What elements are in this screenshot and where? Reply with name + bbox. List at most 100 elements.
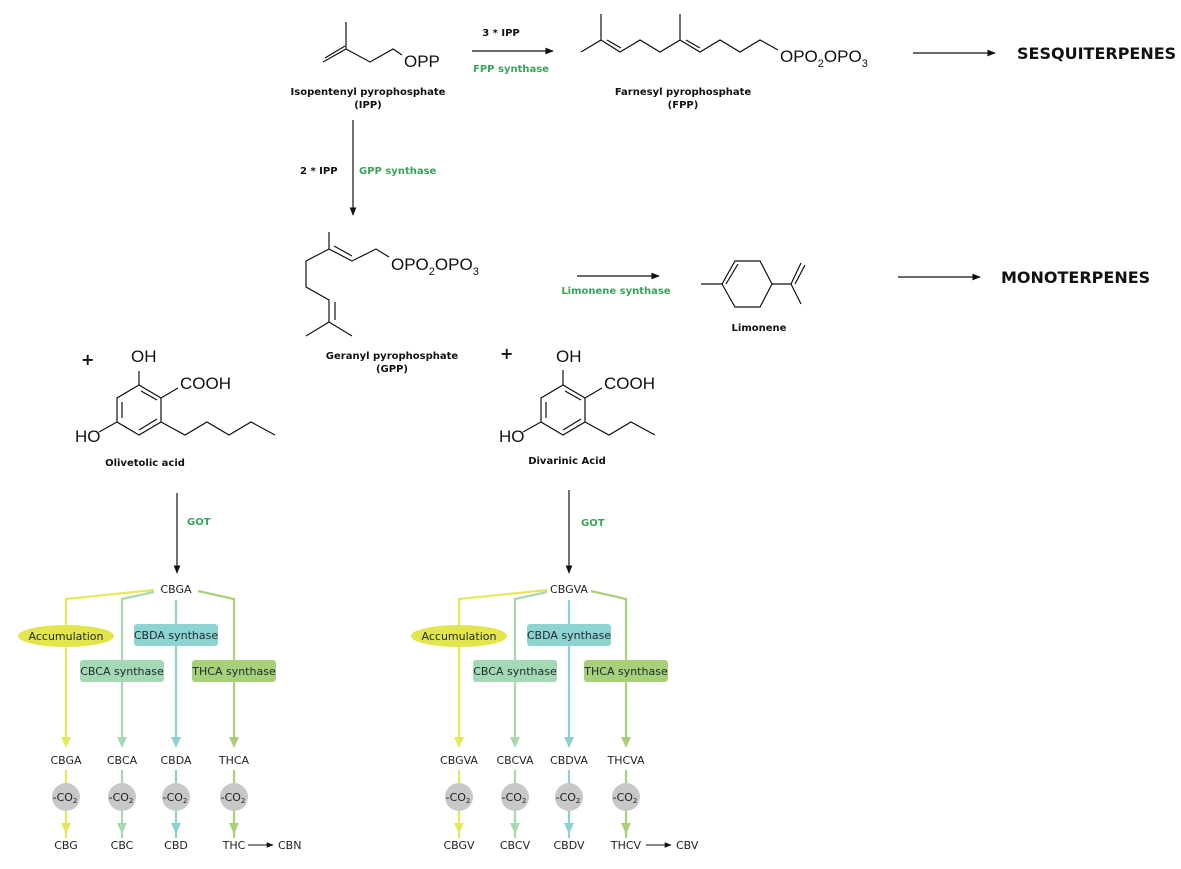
acid-label-cbd: CBDVA [550, 754, 588, 767]
acid-label-thc: THCVA [606, 754, 644, 767]
co2-circle-cbg [445, 783, 473, 811]
arrowhead-cbc-product [117, 823, 127, 834]
co2-label-thc: -CO2 [613, 791, 638, 805]
product-label-cbg: CBGV [443, 839, 475, 852]
co2-label-cbc: -CO2 [502, 791, 527, 805]
gpp-abbr: (GPP) [376, 364, 408, 375]
acid-label-cbd: CBDA [160, 754, 192, 767]
acid-label-thc: THCA [218, 754, 250, 767]
ipp-opp-label: OPP [404, 52, 440, 71]
fpp-structure [580, 14, 779, 53]
arrowhead-cbg-product [454, 823, 464, 834]
co2-label-cbg: -CO2 [53, 791, 78, 805]
arrowhead-cbd-product [564, 823, 574, 834]
left-got-label: GOT [187, 517, 211, 528]
cbda-synthase-box [134, 624, 218, 646]
acid-label-cbc: CBCA [107, 754, 138, 767]
thca-synthase-box [192, 660, 276, 682]
acid-label-cbc: CBCVA [496, 754, 534, 767]
arrowhead-cbd-acid [564, 737, 574, 748]
co2-circle-thc [612, 783, 640, 811]
co2-circle-thc [220, 783, 248, 811]
gpp-structure [305, 232, 390, 337]
product-label-thc: THCV [610, 839, 642, 852]
arrowhead-thc-acid [229, 737, 239, 748]
branch-line-thc [197, 589, 236, 740]
limonene-synthase-label: Limonene synthase [561, 286, 671, 297]
left-oh-label: OH [131, 347, 157, 366]
cbca-synthase-box [473, 660, 557, 682]
branch-line-cbg [64, 588, 155, 740]
gpp-synthase-label: GPP synthase [359, 166, 437, 177]
gpp-phosphate-label: OPO2OPO3 [391, 255, 479, 278]
arrowhead-thc-product [229, 823, 239, 834]
product-label-thc: THC [222, 839, 246, 852]
right-plus-sign: + [500, 344, 513, 363]
ipp-structure [322, 22, 403, 63]
final-product-label: CBN [278, 839, 301, 852]
thca-synthase-box-label: THCA synthase [191, 665, 276, 678]
fpp-abbr: (FPP) [668, 100, 699, 111]
cbda-synthase-box [527, 624, 611, 646]
divarinic-acid-name: Divarinic Acid [528, 456, 606, 467]
product-label-cbc: CBCV [500, 839, 531, 852]
right-ho-label: HO [499, 427, 525, 446]
acid-label-cbg: CBGA [50, 754, 82, 767]
arrowhead-cbg-acid [61, 737, 71, 748]
cbca-synthase-box-label: CBCA synthase [80, 665, 164, 678]
olivetolic-acid-name: Olivetolic acid [105, 458, 185, 469]
fpp-synthase-label: FPP synthase [473, 64, 549, 75]
left-plus-sign: + [81, 350, 94, 369]
co2-circle-cbd [555, 783, 583, 811]
arrowhead-cbc-acid [510, 737, 520, 748]
ipp-name: Isopentenyl pyrophosphate [291, 87, 446, 98]
thca-synthase-box [584, 660, 668, 682]
ipp-to-gpp-reagent: 2 * IPP [300, 166, 338, 177]
precursor-label: CBGVA [550, 583, 588, 596]
fpp-name: Farnesyl pyrophosphate [615, 87, 752, 98]
product-label-cbd: CBD [164, 839, 188, 852]
right-oh-label: OH [556, 347, 582, 366]
branch-line-cbc [120, 590, 155, 740]
cbca-synthase-box [80, 660, 164, 682]
co2-label-cbd: -CO2 [556, 791, 581, 805]
accumulation-badge [411, 625, 507, 647]
product-label-cbg: CBG [54, 839, 78, 852]
precursor-label: CBGA [160, 583, 192, 596]
accumulation-label: Accumulation [29, 630, 104, 643]
arrowhead-cbg-acid [454, 737, 464, 748]
final-product-label: CBV [676, 839, 699, 852]
left-cooh-label: COOH [180, 374, 231, 393]
co2-label-cbc: -CO2 [109, 791, 134, 805]
product-label-cbc: CBC [111, 839, 134, 852]
co2-label-thc: -CO2 [221, 791, 246, 805]
right-got-label: GOT [581, 518, 605, 529]
branch-line-thc [590, 589, 628, 740]
fpp-phosphate-label: OPO2OPO3 [780, 47, 868, 70]
olivetolic-acid-structure [98, 371, 276, 436]
right-cooh-label: COOH [604, 374, 655, 393]
cbca-synthase-box-label: CBCA synthase [473, 665, 557, 678]
arrowhead-cbg-product [61, 823, 71, 834]
branch-line-cbg [457, 588, 548, 740]
arrowhead-cbd-product [171, 823, 181, 834]
co2-circle-cbd [162, 783, 190, 811]
gpp-name: Geranyl pyrophosphate [326, 351, 459, 362]
co2-circle-cbc [108, 783, 136, 811]
accumulation-label: Accumulation [422, 630, 497, 643]
co2-label-cbd: -CO2 [163, 791, 188, 805]
monoterpenes-label: MONOTERPENES [1001, 268, 1150, 287]
limonene-name: Limonene [732, 323, 787, 334]
sesquiterpenes-label: SESQUITERPENES [1017, 44, 1176, 63]
co2-circle-cbc [501, 783, 529, 811]
ipp-abbr: (IPP) [354, 100, 382, 111]
acid-label-cbg: CBGVA [440, 754, 478, 767]
accumulation-badge [18, 625, 114, 647]
product-label-cbd: CBDV [553, 839, 585, 852]
ipp-to-fpp-reagent: 3 * IPP [482, 28, 520, 39]
arrowhead-thc-product [621, 823, 631, 834]
arrowhead-cbd-acid [171, 737, 181, 748]
divarinic-acid-structure [522, 370, 656, 436]
